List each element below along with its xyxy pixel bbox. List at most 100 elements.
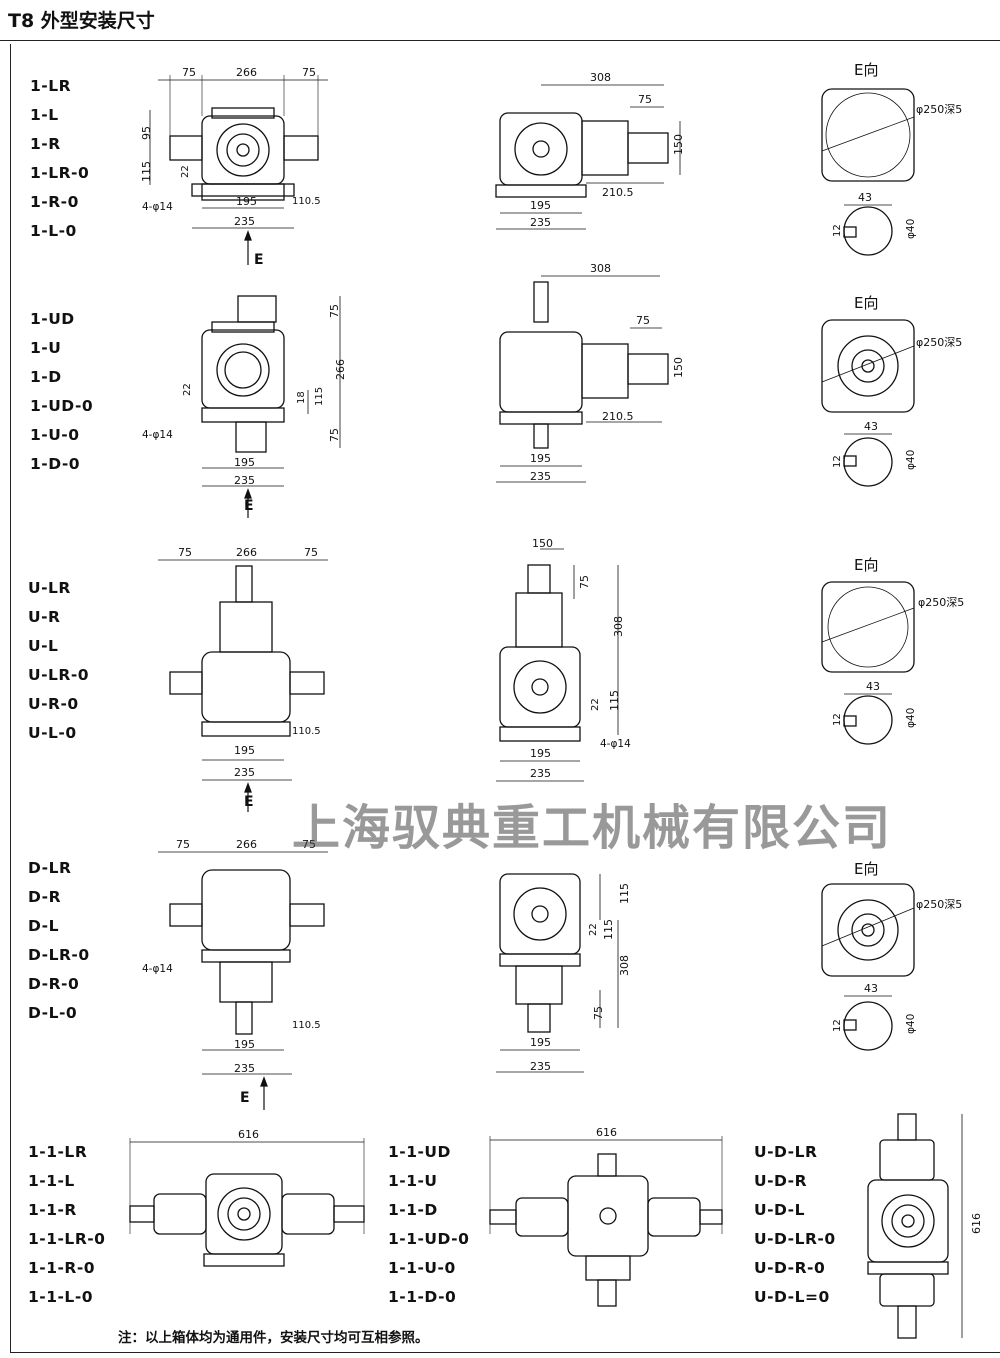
double-output-drawing-2: 616	[489, 1126, 723, 1307]
dim-text: 266	[236, 546, 257, 559]
model-list-group-1: 1-LR 1-L 1-R 1-LR-0 1-R-0 1-L-0	[30, 72, 89, 246]
dim-text: 75	[302, 66, 316, 79]
front-view-drawing-4: 75 266 75 4-φ14 110.5 195 235 E	[142, 838, 328, 1110]
dim-text: 43	[864, 420, 878, 433]
view-arrow-label: E	[240, 1090, 250, 1106]
dim-text: 43	[866, 680, 880, 693]
model-code: U-R-0	[28, 695, 79, 713]
e-view-drawing-3: E向 φ250深5 43 12 φ40	[821, 556, 964, 745]
double-output-drawing-3: 616	[867, 1113, 983, 1339]
dim-text: 12	[832, 455, 843, 468]
model-code: 1-1-LR	[28, 1143, 88, 1161]
side-view-drawing-4: 115 22 115 308 75 195 235	[496, 873, 631, 1073]
dim-text: 4-φ14	[600, 738, 631, 750]
e-view-drawing-1: E向 φ250深5 43 12 φ40	[821, 61, 962, 256]
frame-left-border	[10, 44, 11, 1352]
side-view-drawing-3: 150 75 308 22 115 4-φ14 195 235	[496, 537, 631, 782]
dim-text: 4-φ14	[142, 429, 173, 441]
dim-text: 616	[238, 1128, 259, 1141]
model-code: 1-UD	[30, 310, 75, 328]
view-arrow-label: E	[254, 252, 264, 268]
view-label: E向	[854, 61, 878, 79]
model-code: 1-1-U	[388, 1172, 438, 1190]
dim-text: 43	[858, 191, 872, 204]
model-code: U-D-R-0	[754, 1259, 826, 1277]
model-code: U-LR-0	[28, 666, 90, 684]
dim-text: 195	[530, 1036, 551, 1049]
model-code: D-LR	[28, 859, 72, 877]
dim-text: 266	[334, 359, 347, 380]
model-code: 1-1-U-0	[388, 1259, 456, 1277]
dim-text: φ250深5	[916, 898, 962, 911]
double-output-drawing-1: 616	[129, 1128, 365, 1267]
dim-text: 235	[234, 474, 255, 487]
model-code: 1-LR	[30, 77, 72, 95]
model-code: 1-1-UD-0	[388, 1230, 470, 1248]
dim-text: 195	[530, 199, 551, 212]
dim-text: 115	[140, 161, 153, 182]
front-view-drawing-3: 75 266 75 110.5 195 235 E	[158, 546, 328, 812]
dim-text: 235	[234, 1062, 255, 1075]
model-code: D-L	[28, 917, 59, 935]
model-list-group-4: D-LR D-R D-L D-LR-0 D-R-0 D-L-0	[28, 854, 90, 1028]
dim-text: 115	[602, 919, 615, 940]
dim-text: φ250深5	[916, 103, 962, 116]
model-code: U-L	[28, 637, 59, 655]
view-arrow-label: E	[244, 794, 254, 810]
view-label: E向	[854, 556, 878, 574]
dim-text: 110.5	[292, 196, 321, 207]
dim-text: 235	[530, 767, 551, 780]
dim-text: 75	[578, 575, 591, 589]
model-code: U-R	[28, 608, 61, 626]
model-code: 1-1-D-0	[388, 1288, 457, 1306]
dim-text: 616	[596, 1126, 617, 1139]
dim-text: φ40	[905, 708, 917, 728]
dim-text: 75	[182, 66, 196, 79]
dim-text: 75	[638, 93, 652, 106]
dim-text: 235	[234, 766, 255, 779]
model-code: 1-L	[30, 106, 59, 124]
model-code: 1-D	[30, 368, 62, 386]
model-code: D-L-0	[28, 1004, 78, 1022]
dim-text: 75	[592, 1006, 605, 1020]
dim-text: 308	[590, 262, 611, 275]
dim-text: 150	[532, 537, 553, 550]
model-code: D-R	[28, 888, 62, 906]
dim-text: 75	[636, 314, 650, 327]
model-list-group-6: 1-1-UD 1-1-U 1-1-D 1-1-UD-0 1-1-U-0 1-1-…	[388, 1138, 469, 1312]
dim-text: 308	[590, 71, 611, 84]
dim-text: 235	[234, 215, 255, 228]
model-list-group-7: U-D-LR U-D-R U-D-L U-D-LR-0 U-D-R-0 U-D-…	[754, 1138, 836, 1312]
dim-text: 235	[530, 470, 551, 483]
dim-text: 22	[180, 165, 191, 178]
dim-text: 4-φ14	[142, 963, 173, 975]
model-code: 1-U	[30, 339, 62, 357]
dim-text: 4-φ14	[142, 201, 173, 213]
view-label: E向	[854, 860, 878, 878]
dim-text: 150	[672, 357, 685, 378]
model-code: U-D-LR-0	[754, 1230, 836, 1248]
dim-text: φ250深5	[918, 596, 964, 609]
model-code: U-D-L=0	[754, 1288, 830, 1306]
model-code: 1-UD-0	[30, 397, 94, 415]
dim-text: 75	[304, 546, 318, 559]
title-rule	[0, 40, 1000, 41]
model-list-group-3: U-LR U-R U-L U-LR-0 U-R-0 U-L-0	[28, 574, 89, 748]
model-list-group-5: 1-1-LR 1-1-L 1-1-R 1-1-LR-0 1-1-R-0 1-1-…	[28, 1138, 105, 1312]
dim-text: 210.5	[602, 410, 634, 423]
dim-text: 195	[234, 456, 255, 469]
model-list-group-2: 1-UD 1-U 1-D 1-UD-0 1-U-0 1-D-0	[30, 305, 93, 479]
dim-text: 43	[864, 982, 878, 995]
dim-text: 195	[234, 1038, 255, 1051]
dim-text: 616	[970, 1213, 983, 1234]
model-code: 1-1-R-0	[28, 1259, 96, 1277]
model-code: 1-1-D	[388, 1201, 438, 1219]
dim-text: 195	[236, 195, 257, 208]
dim-text: 266	[236, 838, 257, 851]
dim-text: φ40	[905, 219, 917, 239]
dim-text: 75	[328, 304, 341, 318]
company-watermark: 上海驭典重工机械有限公司	[292, 800, 893, 856]
model-code: U-LR	[28, 579, 71, 597]
model-code: U-D-L	[754, 1201, 805, 1219]
dim-text: 235	[530, 1060, 551, 1073]
